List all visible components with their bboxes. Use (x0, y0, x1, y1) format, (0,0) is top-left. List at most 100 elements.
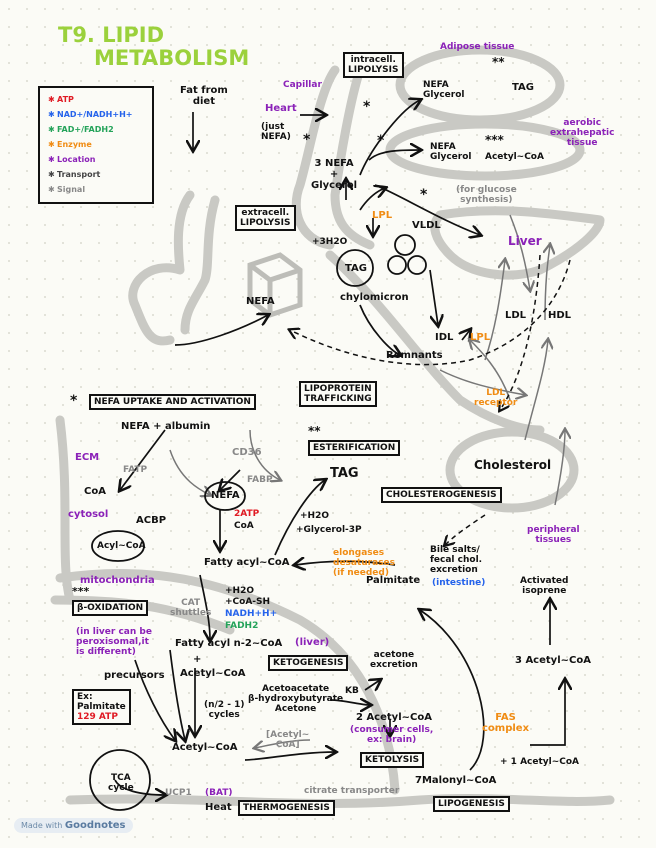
nadh-label: NADH+H+ (225, 609, 278, 619)
star-3: * (420, 187, 428, 203)
beta-oxidation-box: β-OXIDATION (72, 600, 149, 616)
nefa-left: NEFA (246, 296, 275, 307)
goodnotes-badge: Made with Goodnotes (14, 818, 133, 833)
ldl-receptor: LDL receptor (474, 388, 518, 408)
plus-sign: + (193, 654, 202, 665)
bile-salts: Bile salts/ fecal chol. excretion (430, 545, 483, 575)
ketogenesis-box: KETOGENESIS (268, 655, 349, 671)
star-icon: ✱ (48, 170, 55, 179)
plus-h2o-ester: +H2O (300, 511, 329, 521)
precursors-label: precursors (104, 670, 165, 681)
fatty-acyl-coa: Fatty acyl~CoA (204, 557, 290, 568)
nefa-circle-label: NEFA (211, 490, 240, 501)
lpl-enzyme-2: LPL (470, 332, 491, 343)
fatp-label: FATP (123, 465, 148, 475)
adipose-label: Adipose tissue (440, 42, 515, 52)
ketolysis-box: KETOLYSIS (360, 752, 425, 768)
three-acetyl-coa: 3 Acetyl~CoA (515, 655, 591, 666)
star-icon: ✱ (48, 140, 55, 149)
star-1: * (363, 99, 371, 115)
legend-location: ✱Location (48, 155, 96, 164)
star-double-esterification: ** (308, 424, 321, 438)
atp-129: 129 ATP (77, 712, 118, 722)
three-nefa-glycerol: 3 NEFA + Glycerol (311, 158, 358, 191)
fabp-label: FABP (247, 475, 273, 485)
glycerol-3p: +Glycerol-3P (296, 525, 362, 535)
tag-chylomicron: TAG (345, 263, 367, 274)
fadh2-label: FADH2 (225, 621, 259, 631)
star-triple-aerobic: *** (485, 133, 504, 147)
ucp1-label: UCP1 (165, 788, 192, 798)
star-triple-beta: *** (72, 585, 90, 598)
citrate-transporter: citrate transporter (304, 786, 400, 796)
coa-label: CoA (84, 486, 106, 497)
star-2: * (377, 133, 385, 149)
acetyl-coa-aerobic: Acetyl~CoA (485, 152, 544, 162)
glucose-synthesis-note: (for glucose synthesis) (456, 185, 517, 205)
cholesterol-label: Cholesterol (474, 458, 552, 472)
nefa-albumin: NEFA + albumin (121, 421, 211, 432)
ketone-bodies-list: Acetoacetate β-hydroxybutyrate Acetone (248, 684, 344, 714)
legend-enzyme: ✱Enzyme (48, 140, 92, 149)
star-4: * (303, 132, 311, 148)
lipoprotein-trafficking-box: LIPOPROTEIN TRAFFICKING (299, 381, 377, 407)
thermogenesis-box: THERMOGENESIS (238, 800, 335, 816)
extracell-lipolysis-box: extracell. LIPOLYSIS (235, 205, 296, 231)
acyl-coa-circle-label: Acyl~CoA (97, 541, 146, 551)
fas-complex: FAS complex (482, 712, 530, 734)
legend-fad: ✱FAD+/FADH2 (48, 125, 114, 134)
star-double-adipose: ** (492, 55, 505, 69)
cholesterogenesis-box: CHOLESTEROGENESIS (381, 487, 502, 503)
aerobic-tissue: aerobic extrahepatic tissue (550, 118, 615, 148)
peripheral-tissues: peripheral tissues (527, 525, 580, 545)
hdl-label: HDL (548, 310, 572, 321)
two-acetyl-coa: 2 Acetyl~CoA (356, 712, 432, 723)
fat-from-diet: Fat from diet (180, 85, 228, 107)
idl-label: IDL (435, 332, 454, 343)
lpl-enzyme-1: LPL (372, 210, 393, 221)
liver-paren: (liver) (295, 637, 330, 648)
mitochondria-label: mitochondria (80, 575, 155, 586)
title-line-1: T9. LIPID (58, 23, 165, 47)
consumer-cells: (consumer cells, ex: brain) (350, 725, 434, 745)
intracell-lipolysis-box: intracell. LIPOLYSIS (343, 52, 404, 78)
plus-h2o-beta: +H2O (225, 586, 254, 596)
activated-isoprene: Activated isoprene (520, 576, 569, 596)
ldl-label: LDL (505, 310, 527, 321)
star-icon: ✱ (48, 110, 55, 119)
star-icon: ✱ (48, 155, 55, 164)
ecm-label: ECM (75, 452, 100, 463)
tca-cycle: TCA cycle (108, 773, 134, 793)
chylomicron-label: chylomicron (340, 292, 409, 303)
ex-palmitate: Ex: Palmitate (77, 692, 126, 712)
three-h2o: +3H2O (312, 237, 348, 247)
star-icon: ✱ (48, 185, 55, 194)
malonyl-coa: 7Malonyl~CoA (415, 775, 497, 786)
acetone-excretion: acetone excretion (370, 650, 418, 670)
palmitate-label: Palmitate (366, 575, 421, 586)
heat-label: Heat (205, 802, 232, 813)
credit-prefix: Made with (21, 821, 63, 830)
vldl-label: VLDL (412, 220, 441, 231)
liver-label: Liver (508, 234, 542, 248)
heart-label: Heart (265, 103, 297, 114)
nefa-glycerol-adipose: NEFA Glycerol (423, 80, 465, 100)
capillar-label: Capillar (283, 80, 322, 90)
acetyl-coa-bracket: [Acetyl~ CoA] (266, 730, 310, 750)
beta-oxidation-note: (in liver can be peroxisomal,it is diffe… (76, 627, 152, 657)
two-atp: 2ATP (234, 509, 260, 519)
cat-shuttles: CAT shuttles (170, 598, 212, 618)
star-nefa-uptake: * (70, 393, 78, 409)
lipogenesis-box: LIPOGENESIS (433, 796, 510, 812)
coa-2: CoA (234, 521, 254, 531)
bat-label: (BAT) (205, 788, 233, 798)
tag-adipose: TAG (512, 82, 534, 93)
elongases-desaturases: elongases desaturases (if needed) (333, 548, 396, 578)
page-title: T9. LIPID METABOLISM (58, 24, 249, 70)
star-icon: ✱ (48, 125, 55, 134)
n-cycles: (n/2 - 1) cycles (204, 700, 245, 720)
title-line-2: METABOLISM (94, 46, 250, 70)
